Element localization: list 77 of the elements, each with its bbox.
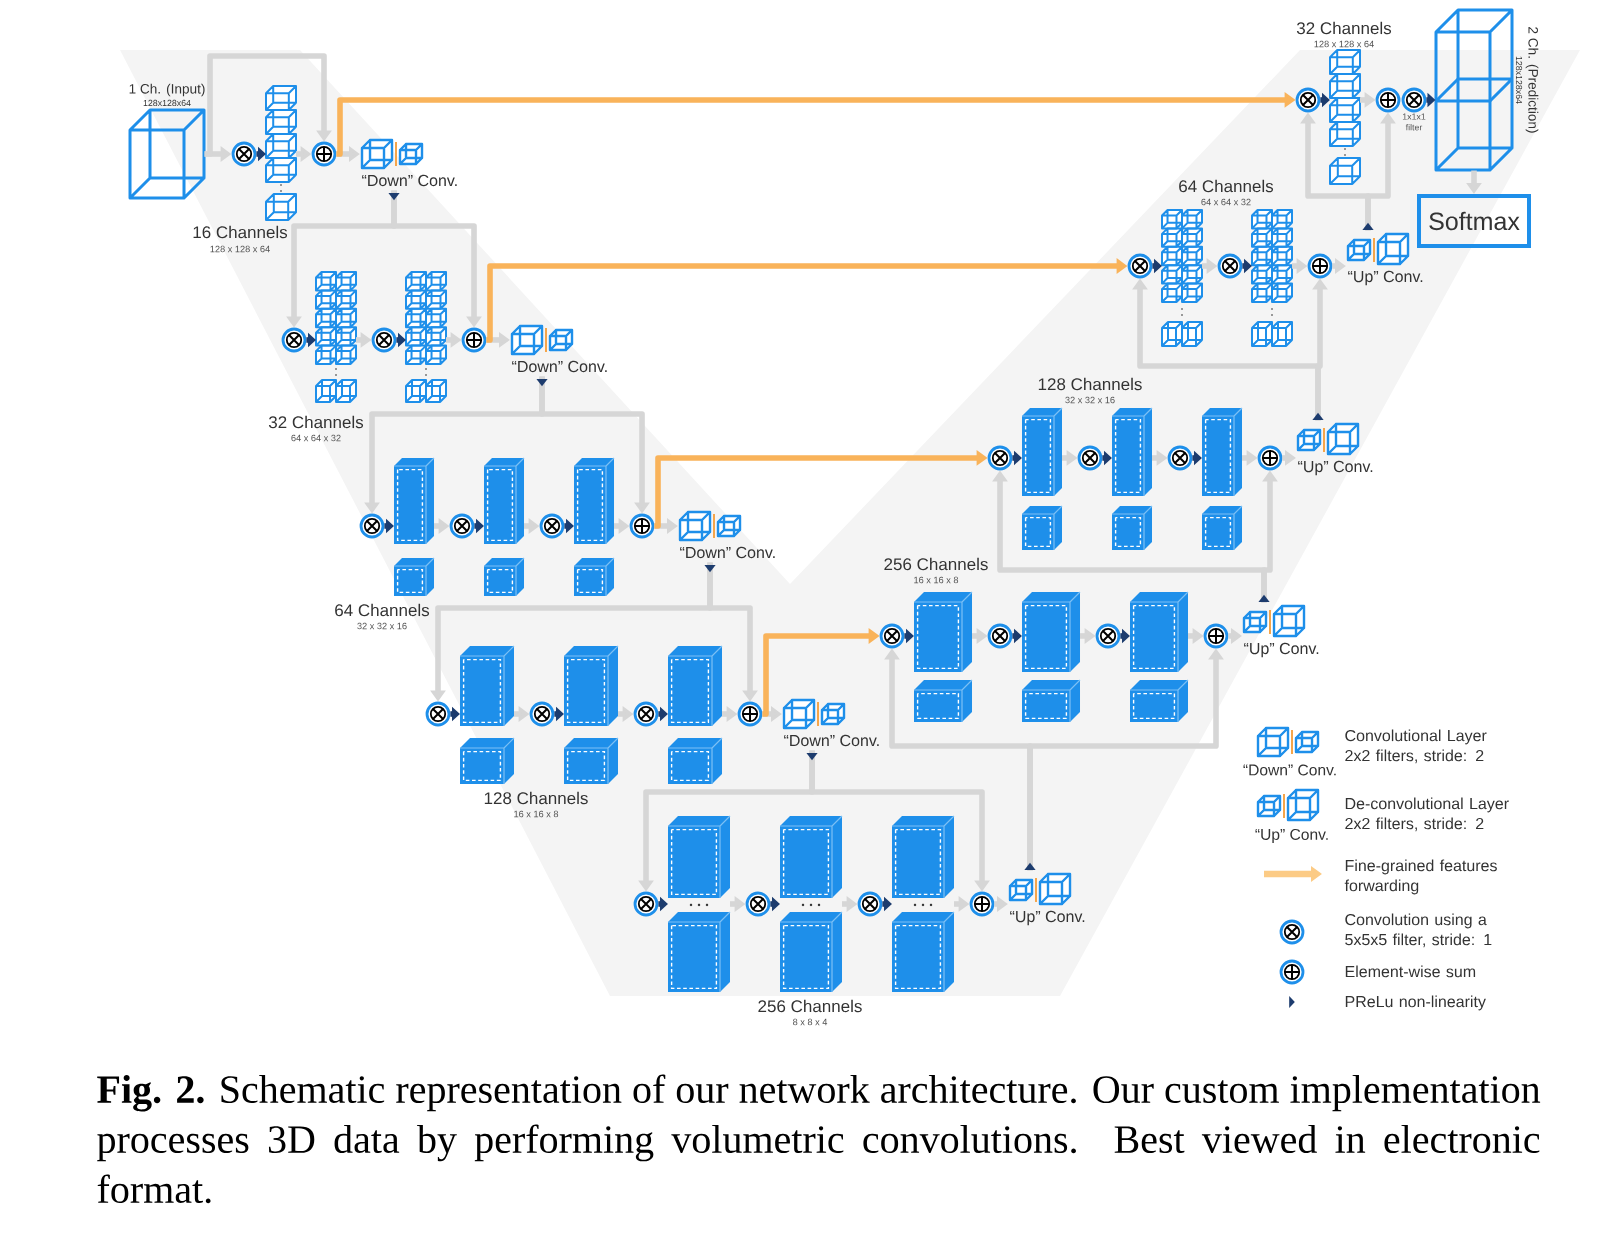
feature-blocks [779, 815, 843, 993]
conv-label: “Up” Conv. [1348, 270, 1423, 286]
feature-blocks [1111, 407, 1153, 551]
feature-blocks [393, 457, 435, 597]
cross-circle [1217, 253, 1243, 279]
legend-text: De-convolutional Layer 2x2 filters, stride: 2 [1345, 797, 1509, 832]
plus-circle [461, 327, 487, 353]
plus-circle [629, 513, 655, 539]
feature-blocks [459, 645, 515, 785]
cross-circle [1095, 623, 1121, 649]
stage-label: 256 Channels [758, 999, 862, 1013]
cross-circle [371, 327, 397, 353]
conv-label: “Up” Conv. [1010, 910, 1085, 926]
plus-circle [1307, 253, 1333, 279]
feature-blocks [891, 815, 955, 993]
feature-blocks [1021, 407, 1063, 551]
cross-circle [633, 701, 659, 727]
cross-circle [1127, 253, 1153, 279]
feature-blocks [1161, 209, 1203, 347]
feature-blocks [913, 591, 973, 723]
conv-label: “Down” Conv. [362, 174, 457, 187]
cross-circle [745, 891, 771, 917]
figure-caption: Fig. 2. Schematic representation of our network architecture. Our custom implementation processes 3D data by performing volumetric convolutions. Best viewed in electronic format. [97, 1074, 1541, 1204]
feature-blocks [667, 645, 723, 785]
feature-blocks [1201, 407, 1243, 551]
plus-circle [737, 701, 763, 727]
feature-blocks [265, 85, 297, 221]
plus-circle [969, 891, 995, 917]
legend-text: Convolution using a 5x5x5 filter, stride: 1 [1345, 913, 1492, 948]
feature-blocks [1021, 591, 1081, 723]
cross-circle [879, 623, 905, 649]
cross-circle [1077, 445, 1103, 471]
conv-label: “Up” Conv. [1244, 642, 1319, 658]
cross-circle [359, 513, 385, 539]
feature-blocks [1129, 591, 1189, 723]
legend-text: Convolutional Layer 2x2 filters, stride: 2 [1345, 729, 1487, 764]
feature-blocks [483, 457, 525, 597]
conv-label: “Down” Conv. [512, 360, 607, 373]
feature-blocks [667, 815, 731, 993]
legend-text: PReLu non-linearity [1345, 995, 1486, 1011]
conv-label: “Down” Conv. [784, 734, 879, 747]
cross-circle [987, 623, 1013, 649]
plus-circle [1203, 623, 1229, 649]
stage-label: 128 Channels [484, 791, 588, 805]
stage-label: 32 Channels [268, 415, 364, 429]
feature-blocks [405, 271, 447, 403]
arrow [204, 53, 332, 157]
cross-circle [1295, 87, 1321, 113]
conv-label: “Down” Conv. [680, 546, 775, 559]
stage-label: 16 Channels [193, 225, 288, 239]
cross-circle [539, 513, 565, 539]
legend-text: Element-wise sum [1345, 965, 1476, 978]
cross-circle [529, 701, 555, 727]
feature-blocks [1251, 209, 1293, 347]
cross-circle [449, 513, 475, 539]
plus-circle [311, 141, 337, 167]
stage-label: 64 Channels [335, 603, 430, 617]
stage-label: 128 Channels [1038, 377, 1142, 391]
legend-text: Fine-grained features forwarding [1344, 859, 1497, 895]
process-box: Softmax [1417, 194, 1531, 248]
plus-circle [1257, 445, 1283, 471]
cross-circle [987, 445, 1013, 471]
stage-label: 256 Channels [884, 557, 988, 571]
stage-label: 32 Channels [1296, 21, 1392, 35]
plus-circle [1375, 87, 1401, 113]
cross-circle [857, 891, 883, 917]
cross-circle [1167, 445, 1193, 471]
cross-circle [281, 327, 307, 353]
feature-blocks [1329, 49, 1361, 185]
feature-blocks [563, 645, 619, 785]
stage-label: 64 Channels [1179, 179, 1274, 193]
cross-circle [231, 141, 257, 167]
cross-circle [425, 701, 451, 727]
conv-label: “Up” Conv. [1298, 460, 1373, 476]
feature-blocks [315, 271, 357, 403]
feature-blocks [573, 457, 615, 597]
cross-circle [633, 891, 659, 917]
